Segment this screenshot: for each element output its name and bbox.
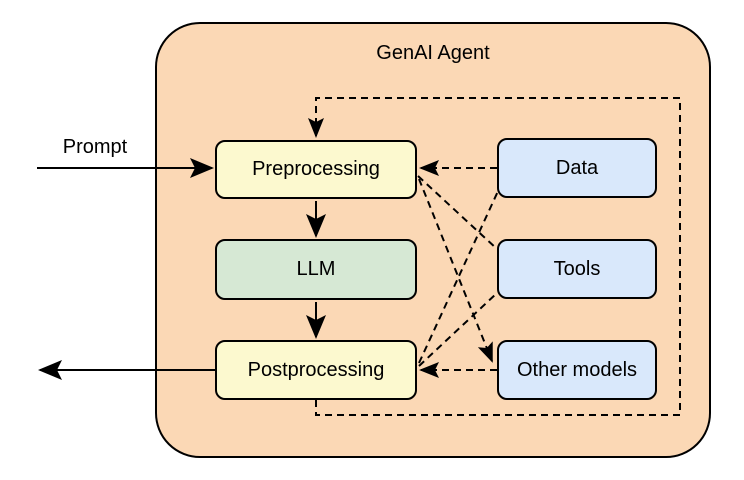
node-data: Data (497, 138, 657, 198)
diagram-title: GenAI Agent (376, 42, 490, 64)
prompt-label: Prompt (62, 136, 128, 158)
node-data-label: Data (555, 156, 599, 179)
node-other-models: Other models (497, 340, 657, 400)
node-preprocessing-label: Preprocessing (252, 158, 380, 180)
node-postprocessing: Postprocessing (215, 340, 417, 400)
node-tools: Tools (497, 239, 657, 299)
node-llm: LLM (215, 239, 417, 300)
node-other-models-label: Other models (516, 358, 638, 381)
node-llm-label: LLM (296, 258, 336, 280)
node-postprocessing-label: Postprocessing (247, 358, 385, 381)
node-tools-label: Tools (553, 257, 601, 280)
node-preprocessing: Preprocessing (215, 140, 417, 199)
